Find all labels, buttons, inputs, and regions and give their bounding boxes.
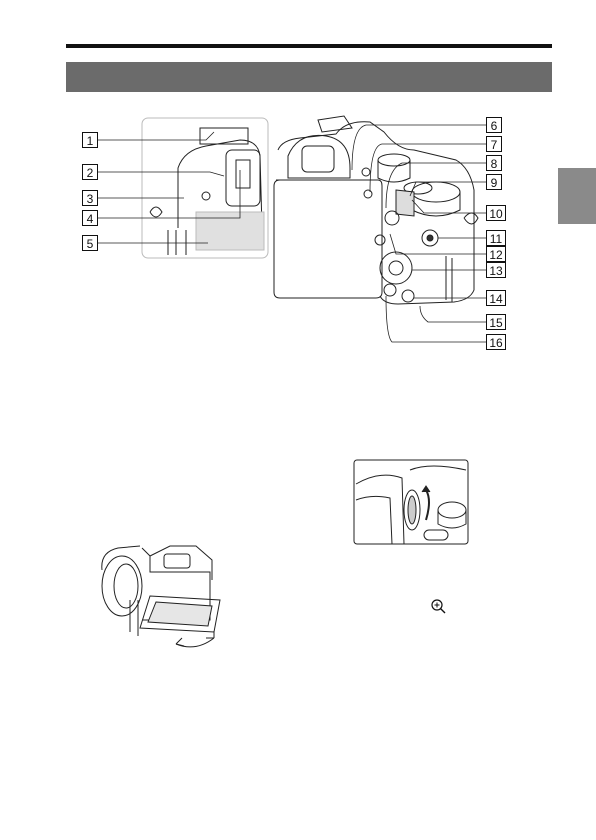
callout-12: 12 bbox=[486, 246, 506, 262]
inset-eyepiece bbox=[200, 128, 248, 144]
playback-button bbox=[384, 284, 396, 296]
fn-button bbox=[375, 235, 385, 245]
control-wheel bbox=[380, 252, 412, 284]
top-dial-left bbox=[378, 154, 410, 166]
callout-8: 8 bbox=[486, 155, 502, 171]
callout-3: 3 bbox=[82, 190, 98, 206]
callout-2: 2 bbox=[82, 164, 98, 180]
inset-eye-sensor bbox=[236, 160, 250, 188]
callout-4: 4 bbox=[82, 210, 98, 226]
inset-button bbox=[202, 192, 210, 200]
callout-5: 5 bbox=[82, 235, 98, 251]
callout-11: 11 bbox=[486, 230, 506, 246]
hot-shoe bbox=[318, 116, 352, 132]
callout-13: 13 bbox=[486, 262, 506, 278]
callout-15: 15 bbox=[486, 314, 506, 330]
callout-10: 10 bbox=[486, 205, 506, 221]
callout-14: 14 bbox=[486, 290, 506, 306]
inset-sensor-window bbox=[226, 150, 260, 206]
callout-6: 6 bbox=[486, 117, 502, 133]
callout-9: 9 bbox=[486, 174, 502, 190]
callout-1: 1 bbox=[82, 132, 98, 148]
zoom-in-icon bbox=[430, 598, 448, 616]
callout-16: 16 bbox=[486, 334, 506, 350]
callout-7: 7 bbox=[486, 136, 502, 152]
eyepiece-window bbox=[302, 146, 334, 172]
tilt-monitor-illustration bbox=[102, 546, 220, 647]
mode-dial bbox=[412, 182, 460, 202]
center-button bbox=[389, 261, 403, 275]
af-mf-lever bbox=[385, 211, 399, 225]
diopter-illustration bbox=[356, 466, 466, 544]
delete-button bbox=[402, 290, 414, 302]
inset-strap-hook bbox=[150, 207, 162, 217]
